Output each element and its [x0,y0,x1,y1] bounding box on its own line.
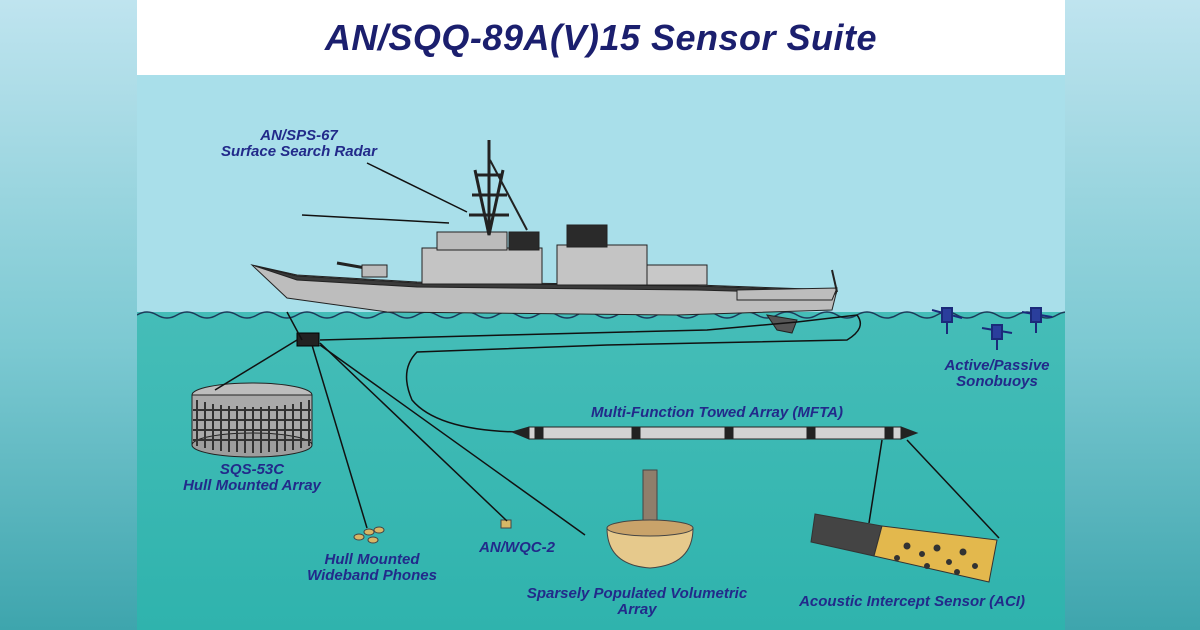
left-background-strip [0,0,137,630]
label-spva-line2: Array [617,601,657,618]
diagram-title: AN/SQQ-89A(V)15 Sensor Suite [324,16,878,58]
ship-hull-stripe [254,265,838,295]
sonobuoy-2 [981,324,1013,350]
label-radar-line2: Surface Search Radar [221,143,377,160]
label-hull-array-line2: Hull Mounted Array [183,477,321,494]
ship-flagstaff [831,269,838,293]
ship-hull [250,264,838,316]
ship-bridge [436,231,508,251]
aci-leader-line-2 [906,439,1000,539]
ship-stack-2 [566,224,608,248]
label-hull-array-line1: SQS-53C [219,461,285,478]
hull-array-leader-line [214,339,298,391]
sonobuoy-1 [931,307,963,334]
sonobuoys [931,307,1053,350]
mast-leader-line [301,214,450,224]
acoustic-intercept-sensor [810,513,998,583]
ship-stack-1 [508,231,540,251]
label-hull-array: SQS-53C Hull Mounted Array [157,462,347,494]
sea-surface-waves [137,311,1065,319]
sea-area [137,312,1065,630]
label-radar: AN/SPS-67 Surface Search Radar [199,128,399,160]
ship-stern [736,287,838,301]
ship-deckhouse-fore [421,247,543,285]
label-aci: Acoustic Intercept Sensor (ACI) [799,593,1025,610]
phones-leader-line [311,344,368,529]
spva-sensor [606,469,694,569]
title-bar: AN/SQQ-89A(V)15 Sensor Suite [137,0,1065,75]
label-spva: Sparsely Populated Volumetric Array [497,586,777,618]
ship-yard-line [489,159,528,231]
sonobuoy-3 [1021,307,1053,333]
label-phones-line1: Hull Mounted [324,551,420,568]
label-phones: Hull Mounted Wideband Phones [287,552,457,584]
diagram-scene [137,140,1065,583]
label-mfta: Multi-Function Towed Array (MFTA) [591,404,843,421]
right-background-strip [1065,0,1200,630]
tow-cable [286,311,862,433]
ship-deckhouse-aft [556,244,648,286]
wqc-2-device [500,519,512,529]
label-phones-line2: Wideband Phones [307,567,437,584]
label-radar-line1: AN/SPS-67 [260,127,338,144]
spva-leader-line [319,344,586,536]
destroyer-ship [250,140,838,334]
ship-hangar [646,264,708,286]
label-wqc: AN/WQC-2 [479,539,555,556]
label-spva-line1: Sparsely Populated Volumetric [526,585,748,602]
radar-leader-line [366,162,468,213]
ship-mast [469,140,509,236]
label-sonobuoys: Active/Passive Sonobuoys [922,358,1065,390]
aci-leader-line-1 [868,439,883,524]
label-sonobuoys-line1: Active/Passive [944,357,1050,374]
ship-gun-mount [361,264,388,278]
multi-function-towed-array [510,426,919,440]
hull-sonar-box [296,332,320,347]
diagram-panel: AN/SQQ-89A(V)15 Sensor Suite AN/SPS-67 S… [137,0,1065,630]
label-sonobuoys-line2: Sonobuoys [956,373,1038,390]
wqc-leader-line [319,342,508,522]
hull-mounted-array-cylinder [191,382,313,458]
wideband-phones [353,526,385,544]
